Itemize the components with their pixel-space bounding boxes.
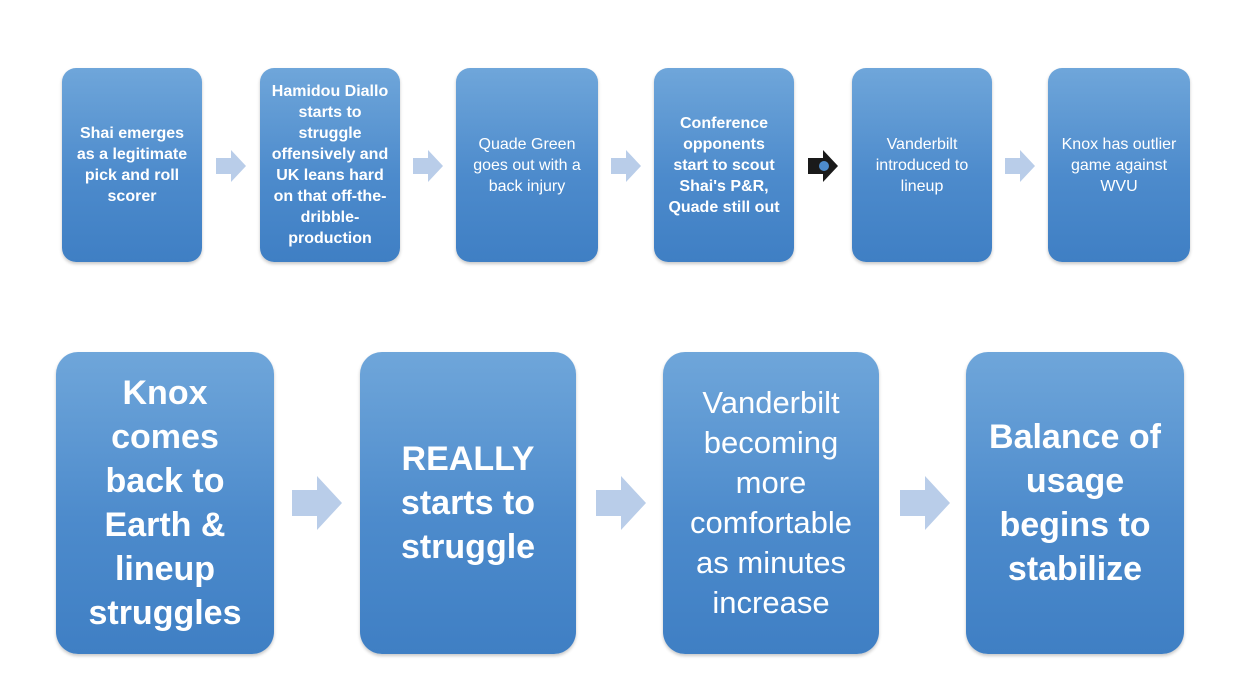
- arrow-right-icon: [292, 476, 342, 530]
- step-box-7-text: Knox comes back to Earth & lineup strugg…: [88, 374, 242, 632]
- step-box-5: Vanderbilt introduced to lineup: [852, 68, 992, 262]
- step-box-10: Balance of usage begins to stabilize: [966, 352, 1184, 654]
- arrow-right-icon: [216, 150, 246, 182]
- step-box-9: Vanderbilt becoming more comfortable as …: [663, 352, 879, 654]
- step-box-4: Conference opponents start to scout Shai…: [654, 68, 794, 262]
- arrow-right-icon: [611, 150, 641, 182]
- step-box-5-text: Vanderbilt introduced to lineup: [875, 135, 969, 195]
- step-box-1-text: Shai emerges as a legitimate pick and ro…: [76, 125, 188, 205]
- step-box-2: Hamidou Diallo starts to struggle offens…: [260, 68, 400, 262]
- step-box-1: Shai emerges as a legitimate pick and ro…: [62, 68, 202, 262]
- arrow-right-icon: [596, 476, 646, 530]
- arrow-right-icon: [413, 150, 443, 182]
- step-box-2-text: Hamidou Diallo starts to struggle offens…: [271, 83, 389, 247]
- arrow-right-icon: [900, 476, 950, 530]
- step-box-8: REALLY starts to struggle: [360, 352, 576, 654]
- arrow-right-dark-icon: [808, 150, 838, 182]
- step-box-6-text: Knox has outlier game against WVU: [1061, 135, 1177, 195]
- step-box-9-text: Vanderbilt becoming more comfortable as …: [690, 385, 852, 620]
- step-box-3: Quade Green goes out with a back injury: [456, 68, 598, 262]
- step-box-3-text: Quade Green goes out with a back injury: [473, 135, 581, 195]
- arrow-right-icon: [1005, 150, 1035, 182]
- step-box-4-text: Conference opponents start to scout Shai…: [668, 114, 780, 216]
- step-box-7: Knox comes back to Earth & lineup strugg…: [56, 352, 274, 654]
- step-box-10-text: Balance of usage begins to stabilize: [989, 418, 1161, 588]
- step-box-6: Knox has outlier game against WVU: [1048, 68, 1190, 262]
- step-box-8-text: REALLY starts to struggle: [400, 440, 536, 566]
